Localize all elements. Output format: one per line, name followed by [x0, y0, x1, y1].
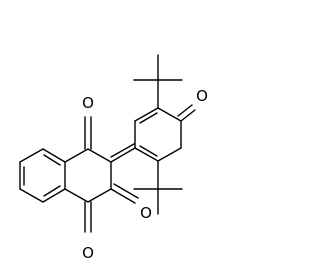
bond [134, 107, 159, 122]
tert-butyl-top [133, 54, 183, 109]
bond [42, 148, 66, 163]
bond [19, 148, 44, 163]
oxygen-label: O [82, 94, 94, 112]
double-bond-inner [139, 112, 158, 124]
carbonyl-bond [177, 104, 193, 117]
bond [157, 147, 182, 162]
bond [87, 148, 112, 163]
double-bond-inner [43, 154, 61, 166]
bond [134, 147, 159, 162]
bond [157, 107, 182, 122]
exocyclic-double-bond [110, 143, 136, 163]
bond [19, 188, 44, 203]
oxygen-label: O [140, 204, 152, 222]
tert-butyl-bottom [133, 160, 183, 215]
carbonyl-bond [180, 109, 196, 122]
bond [42, 188, 66, 203]
carbonyl-bond [113, 183, 139, 199]
quinone-ring [64, 116, 139, 233]
oxygen-label: O [196, 87, 208, 105]
carbonyl-bond [110, 188, 136, 204]
double-bond-inner [43, 185, 61, 197]
benzo-ring [19, 148, 66, 203]
bond [110, 147, 136, 163]
double-bond-inner [139, 145, 158, 157]
atom-labels: O O O O [82, 87, 208, 262]
cyclohexadienone-ring [134, 104, 196, 162]
bond [110, 143, 135, 158]
bond [64, 188, 89, 203]
bond [64, 148, 89, 163]
oxygen-label: O [82, 244, 94, 262]
bond [87, 188, 112, 203]
